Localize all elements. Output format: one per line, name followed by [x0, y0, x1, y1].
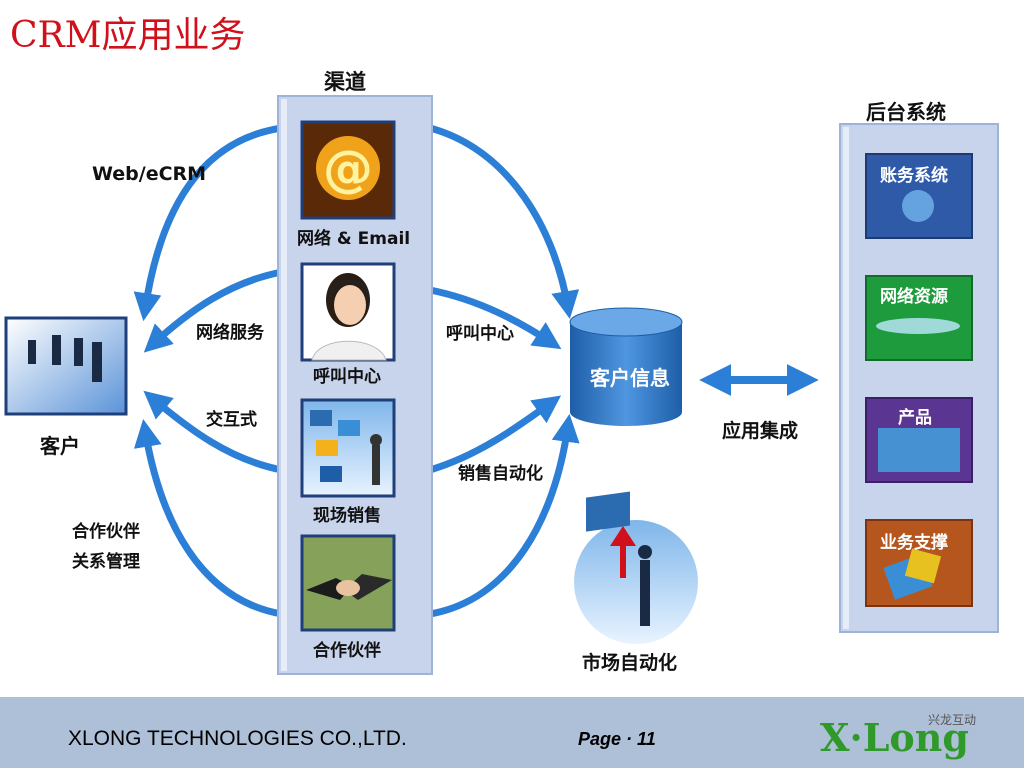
page-label: Page: [578, 729, 622, 749]
right-arrows: [428, 124, 580, 618]
integration-label: 应用集成: [722, 420, 799, 442]
backend-header: 后台系统: [866, 100, 946, 124]
channel-label-field-sales: 现场销售: [313, 506, 381, 526]
backend-box-support: [865, 519, 973, 607]
page-separator-icon: ·: [626, 729, 638, 749]
market-automation-label: 市场自动化: [582, 652, 678, 674]
logo-chinese: 兴龙互动: [928, 713, 977, 727]
arrow-bottom: [429, 413, 580, 618]
backend-box-network: [865, 275, 973, 361]
arrow-call-center: [429, 286, 562, 350]
left-arrows: [133, 124, 283, 618]
customer-info-label: 客户信息: [590, 366, 670, 390]
connection-label-network-service: 网络服务: [196, 323, 264, 343]
logo-text: X·Long: [820, 715, 969, 760]
backend-label-billing: 账务系统: [880, 166, 948, 186]
customer-info-cylinder: [569, 307, 683, 426]
channel-image-call-center: [300, 262, 396, 362]
arrow-top: [429, 124, 580, 320]
svg-text:@: @: [323, 140, 373, 198]
page-title: CRM应用业务: [10, 15, 246, 56]
backend-label-support: 业务支撑: [880, 533, 948, 553]
backend-box-product: [865, 397, 973, 483]
connection-label-partner-management-2: 关系管理: [72, 552, 140, 572]
arrow-web-ecrm: [133, 124, 283, 322]
channel-label-email: 网络 & Email: [297, 229, 411, 249]
page-indicator: Page · 11: [578, 729, 656, 750]
channel-image-email: @: [300, 120, 396, 220]
customer-image: [4, 316, 128, 416]
channel-image-field-sales: [300, 398, 396, 498]
connection-label-partner-management-1: 合作伙伴: [72, 522, 140, 542]
arrow-interactive: [143, 390, 283, 474]
market-automation-image: [574, 491, 698, 644]
customer-label: 客户: [40, 434, 80, 458]
channel-label-partner: 合作伙伴: [313, 641, 381, 661]
backend-label-network: 网络资源: [880, 287, 948, 307]
channels-header: 渠道: [324, 70, 366, 94]
arrow-network-service: [143, 268, 283, 353]
backend-box-billing: [865, 153, 973, 239]
arrow-sales-automation: [428, 395, 562, 474]
connection-label-interactive: 交互式: [206, 410, 257, 430]
backend-label-product: 产品: [898, 408, 932, 428]
page-number: 11: [637, 729, 656, 749]
arrow-partner-management: [133, 418, 283, 618]
footer-bar: XLONG TECHNOLOGIES CO.,LTD. Page · 11 X·…: [0, 697, 1024, 768]
connection-label-call-center: 呼叫中心: [446, 324, 514, 344]
channel-image-partner: [300, 534, 396, 632]
connection-label-sales-automation: 销售自动化: [458, 464, 543, 484]
channel-label-call-center: 呼叫中心: [313, 367, 381, 387]
xlong-logo: X·Long 兴龙互动: [820, 709, 1000, 765]
company-name: XLONG TECHNOLOGIES CO.,LTD.: [68, 727, 407, 750]
connection-label-web-ecrm: Web/eCRM: [92, 163, 207, 185]
